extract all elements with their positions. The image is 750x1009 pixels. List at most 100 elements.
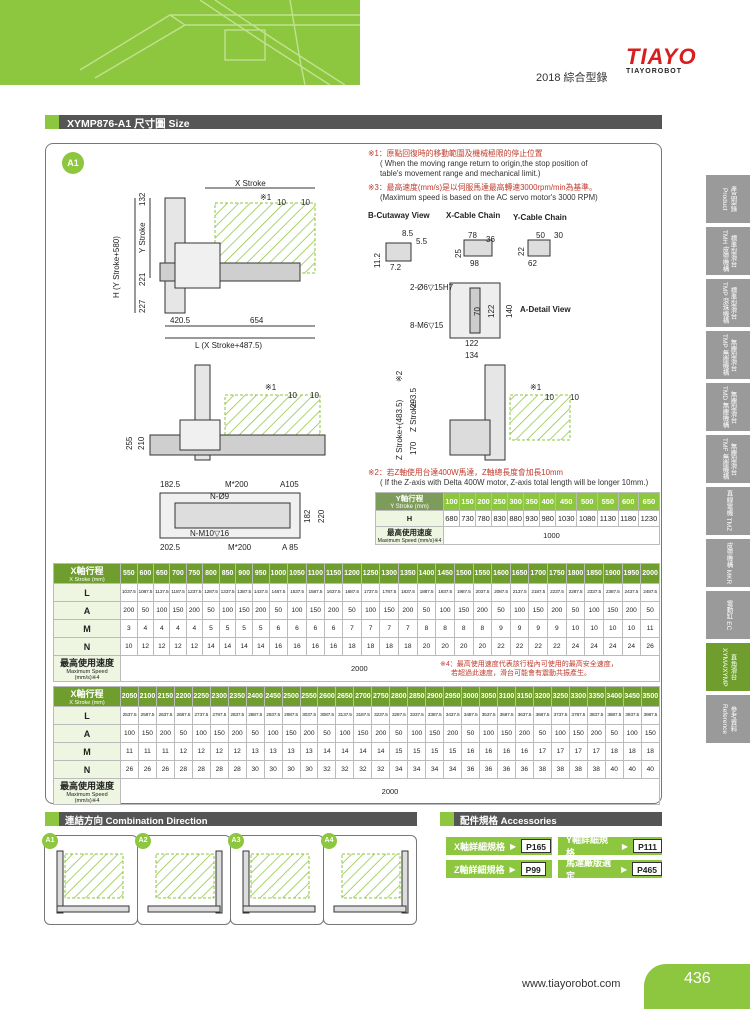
logo-main-text: TIAYO [626,44,697,69]
combination-title-bar: 連結方向 Combination Direction [45,812,417,827]
x-stroke-cell: 2050 [120,686,139,707]
a-cell: 200 [120,601,138,620]
l-cell: 2637.5 [155,706,175,725]
mark2-label: ※2 [395,370,404,382]
l-cell: 1637.5 [323,583,344,602]
m-cell: 11 [640,619,660,638]
l-cell: 3687.5 [532,706,552,725]
l-cell: 2437.5 [621,583,642,602]
l-label: L (X Stroke+487.5) [195,341,262,350]
a-cell: 100 [191,724,211,743]
n9-label: N-Ø9 [210,492,230,501]
l-cell: 3587.5 [497,706,516,725]
n-cell: 16 [305,637,325,656]
x-stroke-cell: 2250 [191,686,211,707]
dim-10c: 10 [288,391,297,400]
side-tab[interactable]: 無塵型滑台TMF 無塵機構 [706,435,750,483]
a-cell: 200 [547,601,567,620]
x-stroke-cell: 3300 [568,686,588,707]
side-tab[interactable]: 無塵型滑台TMP 無塵機構 [706,331,750,379]
a-cell: 50 [491,601,511,620]
l-cell: 1787.5 [379,583,400,602]
side-tab[interactable]: 產品型錄 Product [706,175,750,223]
m-cell: 12 [227,742,247,761]
l-cell: 2737.5 [191,706,211,725]
l-cell: 1487.5 [268,583,289,602]
h-cell: 1030 [555,510,578,527]
m200a-label: M*200 [225,480,249,489]
side-tab[interactable]: 電動缸 EC [706,591,750,639]
dim-7-2: 7.2 [390,263,402,272]
dim-10d: 10 [310,391,319,400]
direction-box-a3: A3 [228,833,324,925]
x-stroke-cell: 2450 [263,686,283,707]
m-cell: 7 [398,619,418,638]
l-cell: 2687.5 [173,706,193,725]
l-cell: 3287.5 [389,706,409,725]
side-tab[interactable]: 參考資料 Reference [706,695,750,743]
note-1-en-1: ( When the moving range return to origin… [380,159,588,168]
page-number-tab [644,964,750,1009]
accessory-motor-select[interactable]: 馬達廠版選定▶P465 [558,858,662,881]
a-cell: 150 [497,724,516,743]
x-stroke-cell: 2650 [335,686,355,707]
m-cell: 17 [568,742,588,761]
a85-label: A 85 [282,543,299,552]
n-cell: 16 [323,637,344,656]
l-cell: 2837.5 [227,706,247,725]
accessories-title: 配件規格 Accessories [460,816,557,827]
x-stroke-cell: 2350 [227,686,247,707]
side-tab[interactable]: 直角滑台 XYMA/XYMP [706,643,750,691]
x-stroke-cell: 3500 [640,686,661,707]
a-cell: 150 [602,601,623,620]
n-cell: 12 [136,637,155,656]
section-title: XYMP876-A1 尺寸圖 Size [67,118,190,130]
dim-36: 36 [486,235,495,244]
m-cell: 13 [299,742,319,761]
n-cell: 32 [353,760,373,779]
m-cell: 18 [640,742,661,761]
side-tab[interactable]: 標準型滑台TMP 滾珠機構 [706,279,750,327]
accessory-y-spec[interactable]: Y軸詳細規格▶P111 [558,835,662,858]
side-tab[interactable]: 直線電機 TMZ [706,487,750,535]
x-stroke-cell: 1050 [287,563,307,584]
side-tab[interactable]: 皮帶機構 MKR [706,539,750,587]
l-cell: 3487.5 [461,706,481,725]
footer-url[interactable]: www.tiayorobot.com [522,978,621,990]
row-label-a: A [53,601,121,620]
m-cell: 13 [281,742,301,761]
m-cell: 12 [173,742,193,761]
section-marker [45,115,59,129]
arrow-right-icon: ▶ [509,864,516,874]
side-tab[interactable]: 標準型滑台TMH 皮帶機構 [706,227,750,275]
a-cell: 50 [461,724,481,743]
direction-box-a4: A4 [321,833,417,925]
side-tab[interactable]: 無塵型滑台TMD 無塵機構 [706,383,750,431]
l-cell: 2287.5 [565,583,586,602]
x-stroke-cell: 3050 [479,686,499,707]
y-speed-value: 1000 [443,526,660,545]
n-cell: 10 [120,637,138,656]
dim-170: 170 [409,441,418,455]
a-cell: 200 [299,724,319,743]
a-cell: 50 [416,601,437,620]
accessory-x-spec[interactable]: X軸詳細規格▶P165 [446,837,552,855]
x-speed-value: 2000 [120,778,660,805]
m-cell: 14 [353,742,373,761]
dim-10a: 10 [277,198,286,207]
n-cell: 40 [622,760,642,779]
accessories-title-bar: 配件規格 Accessories [440,812,662,827]
dim-140: 140 [505,304,514,318]
dim-654: 654 [250,316,264,325]
m-cell: 15 [425,742,445,761]
accessory-z-spec[interactable]: Z軸詳細規格▶P99 [446,860,552,878]
mark1b-label: ※1 [265,383,277,392]
m-cell: 8 [472,619,493,638]
n-cell: 18 [342,637,362,656]
x-stroke-cell: 2550 [299,686,319,707]
l-cell: 3537.5 [479,706,499,725]
